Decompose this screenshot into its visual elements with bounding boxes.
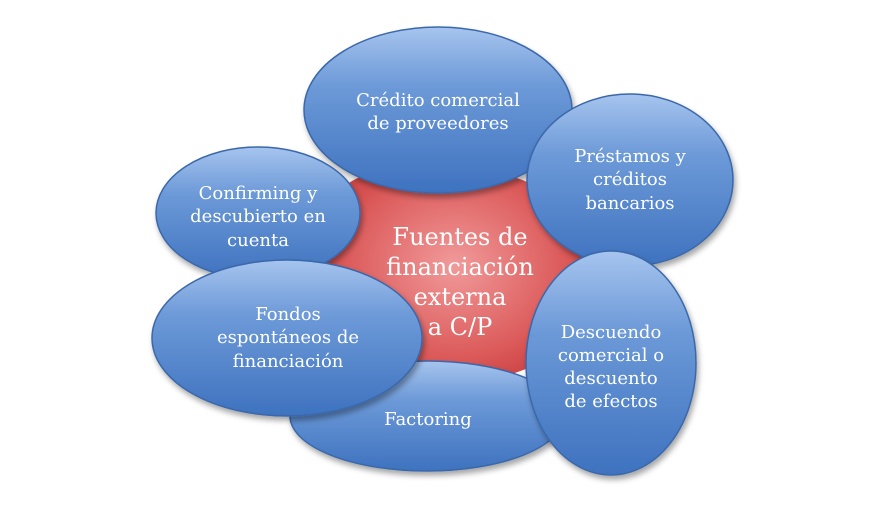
node-label-fondos: Fondos espontáneos de financiación (216, 304, 360, 372)
node-label-credito-comercial: Crédito comercial de proveedores (356, 89, 520, 134)
oval-descuento (525, 250, 697, 476)
node-label-factoring: Factoring (384, 409, 472, 431)
center-title: Fuentes de financiación externa a C/P (386, 222, 534, 342)
node-label-prestamos: Préstamos y créditos bancarios (574, 146, 686, 214)
node-label-descuento: Descuendo comercial o descuento de efect… (557, 321, 665, 413)
oval-fondos (151, 259, 423, 417)
node-label-confirming: Confirming y descubierto en cuenta (190, 183, 326, 251)
